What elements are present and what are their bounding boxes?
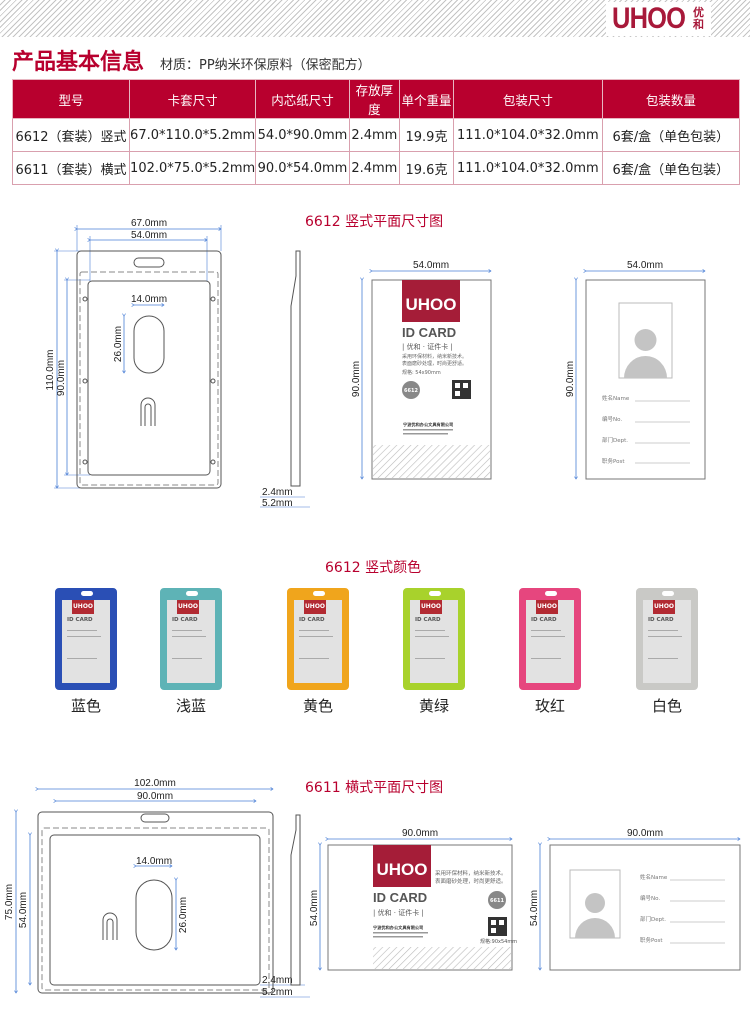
dim-card-height: 54.0mm	[309, 890, 320, 926]
dim-hole-height: 26.0mm	[113, 326, 124, 362]
dim-thickness-outer: 5.2mm	[262, 987, 293, 998]
col-header: 存放厚度	[348, 79, 401, 119]
dim-back-height: 54.0mm	[529, 890, 540, 926]
dim-outer-height: 75.0mm	[4, 884, 15, 920]
cell: 2.4mm	[348, 118, 401, 152]
page-title: 产品基本信息	[12, 50, 145, 75]
card-back-horizontal: 姓名Name 编号No. 部门Dept. 职务Post	[549, 844, 741, 971]
card-id-title: ID CARD	[373, 890, 427, 905]
field-label-post: 职务Post	[640, 936, 663, 944]
color-label: 浅蓝	[175, 697, 206, 715]
field-label-no: 编号No.	[602, 415, 622, 423]
card-model-badge: 6612	[404, 388, 418, 394]
section-title-colors: 6612 竖式颜色	[325, 560, 422, 576]
dim-thickness-inner: 2.4mm	[262, 975, 293, 986]
dim-thickness-outer: 5.2mm	[262, 498, 293, 509]
cell: 90.0*54.0mm	[255, 151, 350, 185]
qr-code-icon	[452, 380, 471, 399]
dim-inner-height: 54.0mm	[18, 892, 29, 928]
dim-card-width: 90.0mm	[402, 828, 438, 839]
card-spec: 规格:90x54mm	[480, 938, 517, 945]
col-header: 包装尺寸	[452, 79, 603, 119]
col-header: 卡套尺寸	[129, 79, 257, 119]
color-label: 黄绿	[418, 697, 449, 715]
dim-outer-width: 67.0mm	[131, 218, 167, 229]
field-label-no: 编号No.	[640, 894, 660, 902]
field-label-name: 姓名Name	[640, 873, 668, 881]
card-front-vertical: UHOO ID CARD | 优和 · 证件卡 | 采用环保材料，纳米新技术。 …	[371, 279, 492, 480]
color-label: 玫红	[534, 697, 565, 715]
dim-inner-width: 54.0mm	[131, 230, 167, 241]
dim-inner-width: 90.0mm	[137, 791, 173, 802]
material-text: 材质：PP纳米环保原料（保密配方）	[160, 58, 371, 73]
color-label: 白色	[651, 697, 682, 715]
card-subtitle: | 优和 · 证件卡 |	[402, 342, 453, 351]
table-header-row: 型号 卡套尺寸 内芯纸尺寸 存放厚度 单个重量 包装尺寸 包装数量	[11, 79, 741, 119]
logo-text: UHOO	[612, 2, 686, 35]
card-line2: 表面磨砂处理，时尚更舒适。	[402, 360, 467, 367]
dim-hole-height: 26.0mm	[178, 897, 189, 933]
dim-inner-height: 90.0mm	[56, 360, 67, 396]
cell: 102.0*75.0*5.2mm	[129, 151, 257, 185]
cell: 6612（套装）竖式	[11, 118, 131, 152]
cell: 19.9克	[399, 118, 454, 152]
cell: 6611（套装）横式	[11, 151, 131, 185]
card-spec: 规格: 54x90mm	[402, 369, 441, 376]
card-line1: 采用环保材料，纳米新技术。	[402, 353, 467, 360]
col-header: 单个重量	[399, 79, 454, 119]
cell: 2.4mm	[348, 151, 401, 185]
dim-hole-width: 14.0mm	[136, 856, 172, 867]
cell: 19.6克	[399, 151, 454, 185]
cell: 67.0*110.0*5.2mm	[129, 118, 257, 152]
field-label-dept: 部门Dept.	[602, 436, 628, 444]
color-label: 黄色	[302, 697, 333, 715]
card-logo: UHOO	[406, 295, 457, 314]
card-company: 宁波优和办公文具有限公司	[403, 421, 453, 428]
col-header: 内芯纸尺寸	[255, 79, 350, 119]
card-front-horizontal: UHOO 采用环保材料，纳米新技术。 表面磨砂处理，时尚更舒适。 ID CARD…	[327, 844, 517, 971]
col-header: 型号	[11, 79, 131, 119]
card-line1: 采用环保材料，纳米新技术。	[435, 869, 507, 877]
card-line2: 表面磨砂处理，时尚更舒适。	[435, 877, 507, 885]
card-id-title: ID CARD	[402, 325, 456, 340]
section-title-horizontal: 6611 横式平面尺寸图	[305, 780, 444, 796]
field-label-name: 姓名Name	[602, 394, 630, 402]
brand-logo: UHOO 优和	[606, 2, 711, 36]
table-row: 6612（套装）竖式 67.0*110.0*5.2mm 54.0*90.0mm …	[11, 118, 741, 152]
card-company: 宁波优和办公文具有限公司	[373, 924, 423, 931]
col-header: 包装数量	[601, 79, 741, 119]
qr-code-icon	[488, 917, 507, 936]
logo-cn: 优和	[693, 6, 704, 31]
section-title-vertical: 6612 竖式平面尺寸图	[305, 214, 444, 230]
dim-outer-width: 102.0mm	[134, 778, 176, 789]
color-label: 蓝色	[70, 697, 101, 715]
dim-card-width: 54.0mm	[413, 260, 449, 271]
dim-card-height: 90.0mm	[351, 361, 362, 397]
table-row: 6611（套装）横式 102.0*75.0*5.2mm 90.0*54.0mm …	[11, 151, 741, 185]
card-logo: UHOO	[377, 860, 428, 879]
cell: 111.0*104.0*32.0mm	[452, 118, 603, 152]
card-subtitle: | 优和 · 证件卡 |	[373, 908, 424, 917]
cell: 6套/盒（单色包装）	[601, 151, 741, 185]
card-back-vertical: 姓名Name 编号No. 部门Dept. 职务Post	[585, 279, 706, 480]
dim-outer-height: 110.0mm	[45, 350, 56, 391]
field-label-dept: 部门Dept.	[640, 915, 666, 923]
dim-back-height: 90.0mm	[565, 361, 576, 397]
dim-back-width: 54.0mm	[627, 260, 663, 271]
dim-back-width: 90.0mm	[627, 828, 663, 839]
cell: 111.0*104.0*32.0mm	[452, 151, 603, 185]
spec-table: 型号 卡套尺寸 内芯纸尺寸 存放厚度 单个重量 包装尺寸 包装数量 6612（套…	[11, 79, 741, 185]
field-label-post: 职务Post	[602, 457, 625, 465]
card-model-badge: 6611	[490, 898, 504, 904]
dim-hole-width: 14.0mm	[131, 294, 167, 305]
dim-thickness-inner: 2.4mm	[262, 487, 293, 498]
